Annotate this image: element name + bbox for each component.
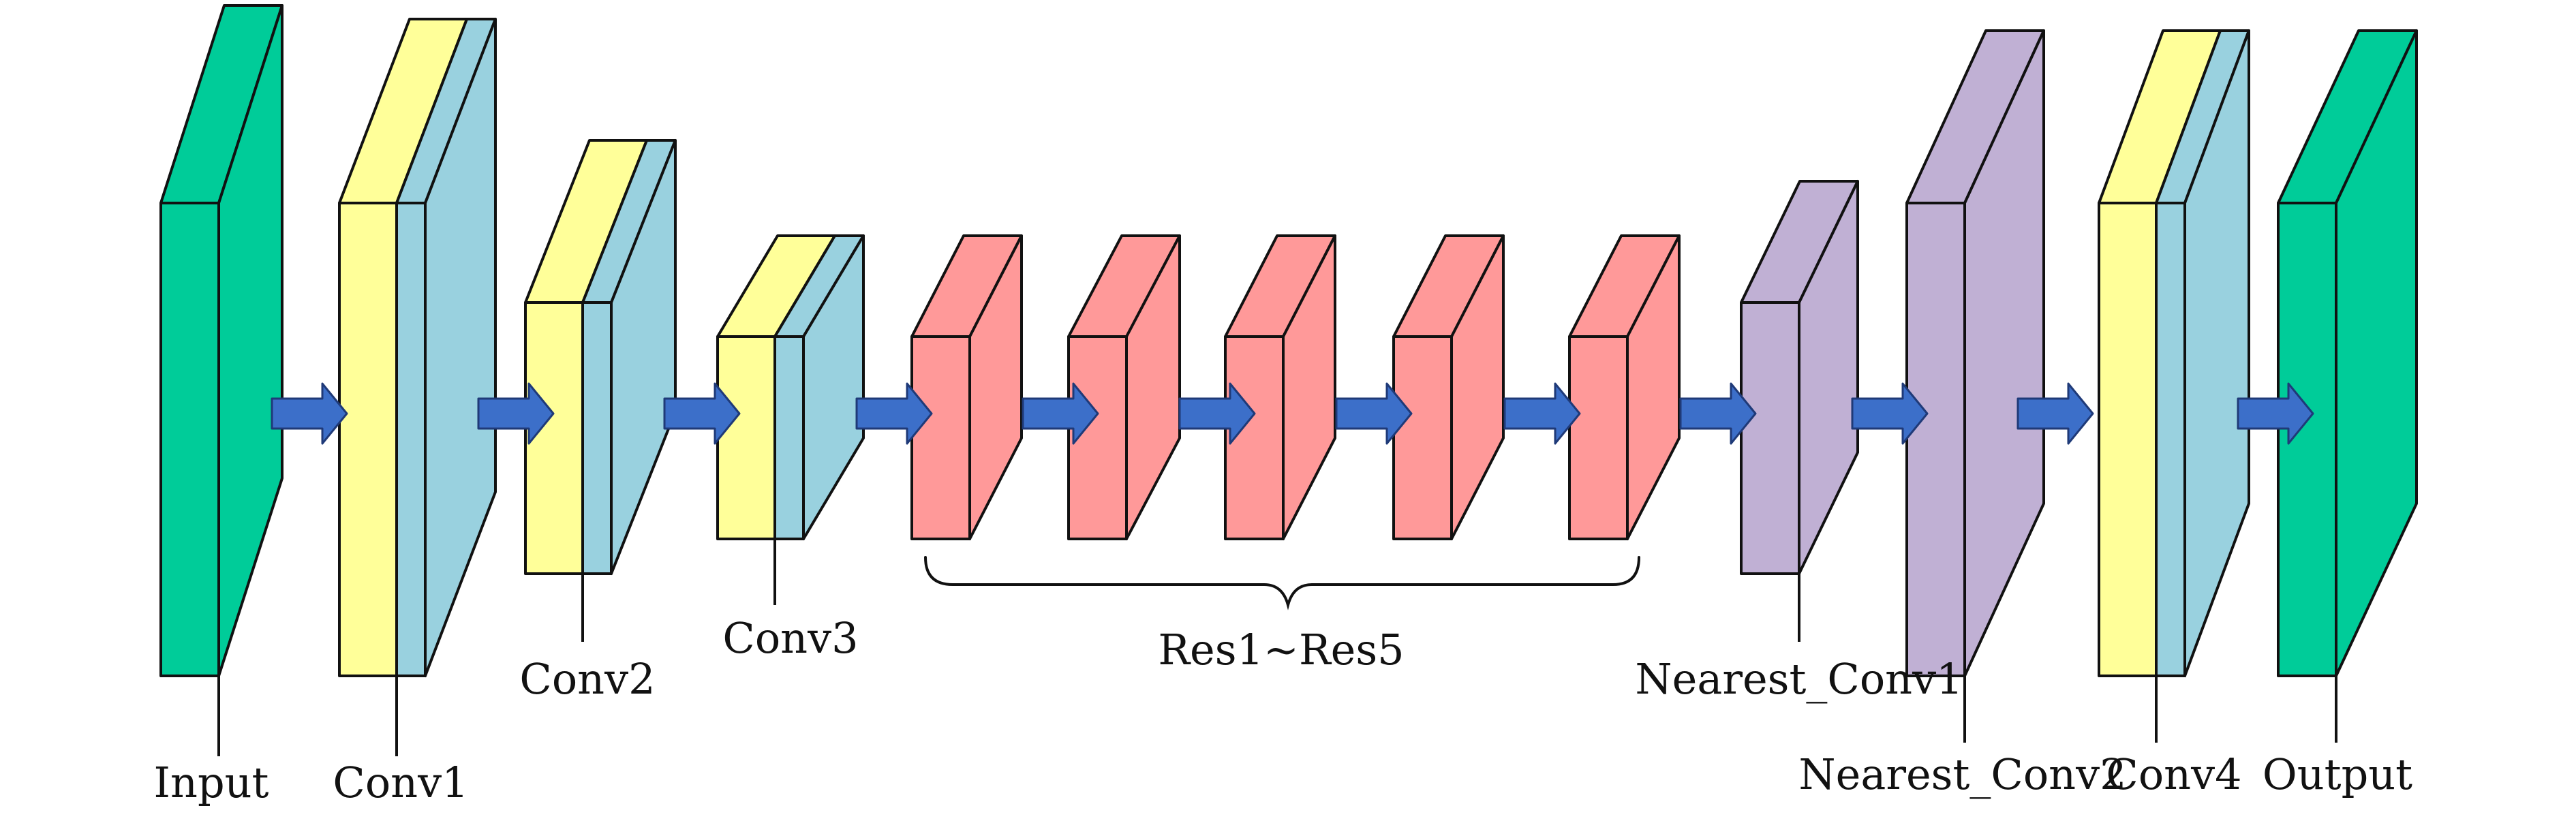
arrow-res5-to-nearest-conv1 [1679, 382, 1757, 445]
res1-front-face [910, 335, 971, 540]
arrow-nearest-conv2-to-conv4 [2017, 382, 2094, 445]
nearest-conv2-front-face [1905, 202, 1966, 677]
arrow-input-to-conv1 [271, 382, 348, 445]
res2-block [1067, 234, 1181, 540]
arrow-conv3-to-res1 [855, 382, 933, 445]
conv2-yellow-front-face [524, 301, 584, 575]
nearest-conv2-label: Nearest_Conv2 [1798, 749, 2126, 799]
conv3-cyan-front-face [773, 335, 805, 540]
arrow-conv2-to-conv3 [663, 382, 741, 445]
arrow-nearest-conv1-to-nearest-conv2 [1851, 382, 1929, 445]
conv1-cyan-front-face [395, 202, 427, 677]
res4-front-face [1392, 335, 1453, 540]
nearest-conv2-block [1905, 29, 2045, 677]
res-group: Res1~Res5 [924, 556, 1640, 675]
input-label: Input [154, 758, 269, 807]
conv3-label: Conv3 [722, 613, 858, 663]
conv4-yellow-front-face [2098, 202, 2158, 677]
arrow-conv1-to-conv2 [477, 382, 555, 445]
input-block [159, 4, 283, 677]
arrow-conv4-to-output [2237, 382, 2314, 445]
res5-block [1568, 234, 1681, 540]
res1-block [910, 234, 1023, 540]
arrow-res1-to-res2 [1022, 382, 1099, 445]
label-leader-lines [217, 539, 2337, 756]
res3-block [1224, 234, 1336, 540]
res-group-brace [924, 556, 1640, 610]
conv4-label: Conv4 [2106, 749, 2241, 799]
conv2-block [524, 139, 677, 575]
arrow-res4-to-res5 [1503, 382, 1581, 445]
res4-block [1392, 234, 1505, 540]
nearest-conv1-block [1740, 180, 1859, 575]
arrow-res2-to-res3 [1178, 382, 1256, 445]
res-group-label: Res1~Res5 [1158, 625, 1404, 675]
output-label: Output [2263, 749, 2412, 799]
conv4-cyan-front-face [2155, 202, 2186, 677]
res5-front-face [1568, 335, 1629, 540]
conv2-label: Conv2 [519, 654, 655, 704]
conv3-block [716, 234, 865, 540]
nearest-conv1-front-face [1740, 301, 1800, 575]
conv1-block [338, 18, 497, 677]
output-front-face [2277, 202, 2337, 677]
output-block [2277, 29, 2418, 677]
conv1-yellow-front-face [338, 202, 398, 677]
input-front-face [159, 202, 220, 677]
conv4-block [2098, 29, 2250, 677]
layer-labels: Input Conv1 Conv2 Conv3Nearest_Conv1Nearest… [154, 613, 2413, 807]
conv1-label: Conv1 [333, 758, 468, 807]
arrow-res3-to-res4 [1335, 382, 1413, 445]
conv3-yellow-front-face [716, 335, 776, 540]
conv2-cyan-front-face [581, 301, 613, 575]
flow-arrows [271, 382, 2314, 445]
layer-blocks [159, 4, 2418, 677]
nearest-conv1-label: Nearest_Conv1 [1635, 654, 1963, 704]
